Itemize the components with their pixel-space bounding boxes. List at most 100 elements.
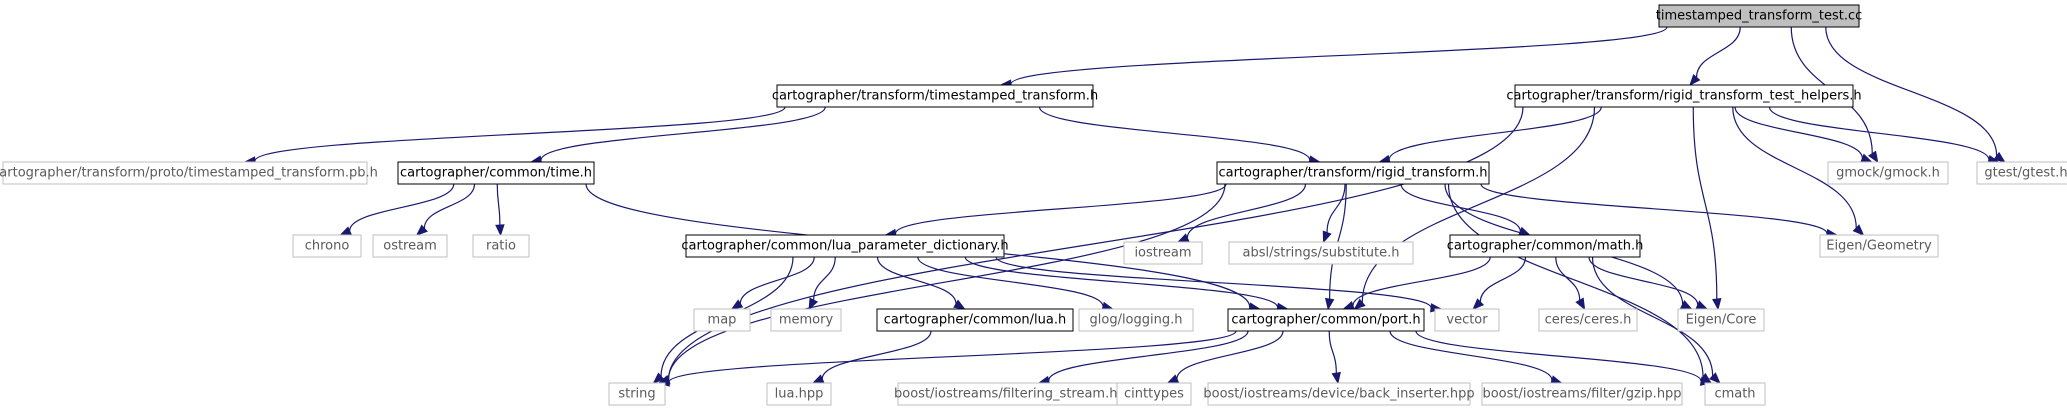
nodes-layer: timestamped_transform_test.cc cartographe… — [0, 4, 2067, 406]
edge-arrowhead — [1342, 301, 1355, 310]
node-box — [1677, 308, 1765, 332]
node-box — [1434, 308, 1500, 332]
edge-tt-to-time — [529, 106, 826, 165]
node-label: cartographer/transform/timestamped_trans… — [772, 89, 1098, 104]
edge-line — [668, 330, 1237, 383]
edge-arrowhead — [1575, 297, 1586, 311]
node-gtest: gtest/gtest.h — [1976, 161, 2067, 185]
node-label: memory — [779, 313, 834, 328]
node-label: lua.hpp — [775, 387, 824, 402]
edge-line — [1695, 26, 1741, 78]
edge-rtth-to-eigencore — [1692, 106, 1722, 311]
edge-line — [1389, 330, 1553, 381]
edge-rtth-to-gmock — [1734, 106, 1873, 163]
edge-line — [1328, 330, 1337, 374]
node-box — [1449, 234, 1641, 258]
edge-arrowhead — [1868, 150, 1879, 164]
node-box — [1123, 241, 1203, 265]
node-label: boost/iostreams/device/back_inserter.hpp — [1203, 387, 1474, 402]
edge-math-to-cmath — [1591, 256, 1721, 384]
node-root[interactable]: timestamped_transform_test.cc — [1656, 4, 1863, 28]
node-box — [1658, 4, 1860, 28]
node-box — [1481, 382, 1683, 406]
edge-arrowhead — [953, 299, 966, 310]
edge-tt-to-ttpb — [243, 106, 786, 166]
edge-arrowhead — [652, 372, 665, 384]
edge-line — [1825, 26, 1998, 156]
edge-line — [995, 256, 1432, 309]
edge-line — [540, 106, 826, 161]
node-label: cartographer/transform/rigid_transform.h — [1218, 166, 1487, 181]
node-box — [1514, 84, 1854, 108]
node-label: cartographer/common/lua.h — [884, 313, 1066, 328]
edge-rtth-to-port — [1353, 106, 1596, 310]
node-time[interactable]: cartographer/common/time.h — [397, 161, 595, 185]
node-box — [1976, 161, 2067, 185]
node-label: Eigen/Core — [1686, 313, 1757, 328]
edge-port-to-string — [657, 330, 1237, 387]
edge-arrowhead — [1709, 372, 1721, 384]
node-box — [608, 382, 666, 406]
node-luahpp: lua.hpp — [766, 382, 832, 406]
node-math[interactable]: cartographer/common/math.h — [1447, 234, 1644, 258]
node-label: ostream — [383, 239, 437, 254]
edge-arrowhead — [1993, 151, 2006, 163]
edge-line — [1176, 330, 1284, 380]
node-box — [685, 234, 1005, 258]
node-label: cinttypes — [1124, 387, 1184, 402]
edge-time-to-ostream — [415, 183, 476, 236]
node-lpd[interactable]: cartographer/common/lua_parameter_dictio… — [681, 234, 1009, 258]
node-box — [1704, 382, 1766, 406]
edge-root-to-tt — [999, 26, 1668, 89]
edge-port-to-backins — [1328, 330, 1341, 385]
node-label: absl/strings/substitute.h — [1242, 246, 1399, 261]
edge-arrowhead — [1712, 298, 1722, 311]
node-rtth[interactable]: cartographer/transform/rigid_transform_t… — [1506, 84, 1862, 108]
node-gzip: boost/iostreams/filter/gzip.hpp — [1481, 382, 1683, 406]
edge-line — [1186, 183, 1307, 238]
node-eigengeo: Eigen/Geometry — [1819, 234, 1939, 258]
node-box — [1819, 234, 1939, 258]
edge-lpd-to-memory — [808, 256, 836, 311]
edge-rtth-to-eigengeo — [1732, 106, 1865, 236]
edge-line — [1591, 256, 1714, 376]
node-gmock: gmock/gmock.h — [1827, 161, 1949, 185]
edge-math-to-ceres — [1555, 256, 1586, 311]
edge-port-to-cmath — [1415, 330, 1713, 386]
node-lua[interactable]: cartographer/common/lua.h — [876, 308, 1074, 332]
edge-arrowhead — [1324, 297, 1335, 311]
node-memory: memory — [770, 308, 842, 332]
node-label: timestamped_transform_test.cc — [1656, 9, 1863, 24]
edge-arrowhead — [1852, 224, 1865, 236]
edge-line — [1555, 256, 1581, 301]
node-map: map — [693, 308, 751, 332]
node-ratio: ratio — [472, 234, 530, 258]
node-label: boost/iostreams/filter/gzip.hpp — [1482, 387, 1681, 402]
edge-line — [894, 183, 1227, 234]
node-tt[interactable]: cartographer/transform/timestamped_trans… — [772, 84, 1098, 108]
node-box — [693, 308, 751, 332]
node-backins: boost/iostreams/device/back_inserter.hpp — [1203, 382, 1475, 406]
node-cmath: cmath — [1704, 382, 1766, 406]
node-port[interactable]: cartographer/common/port.h — [1227, 308, 1425, 332]
edge-rt-to-math — [1400, 183, 1531, 236]
node-label: glog/logging.h — [1090, 313, 1183, 328]
edge-line — [1326, 183, 1346, 233]
node-label: cartographer/transform/rigid_transform_t… — [1506, 89, 1861, 104]
edge-lua-to-luahpp — [811, 330, 932, 384]
node-box — [1216, 161, 1490, 185]
node-box — [770, 308, 842, 332]
node-ttpb: cartographer/transform/proto/timestamped… — [0, 161, 378, 185]
node-label: map — [708, 313, 737, 328]
edge-line — [1010, 26, 1668, 85]
edge-line — [1352, 256, 1491, 306]
node-label: iostream — [1134, 246, 1191, 261]
edge-rtth-to-gtest — [1768, 106, 2000, 165]
node-absl: absl/strings/substitute.h — [1228, 241, 1414, 265]
node-box — [876, 308, 1074, 332]
edge-arrowhead — [808, 297, 819, 311]
edge-arrowhead — [1322, 230, 1332, 244]
node-box — [2, 161, 368, 185]
edge-line — [1768, 106, 1990, 160]
node-rt[interactable]: cartographer/transform/rigid_transform.h — [1216, 161, 1490, 185]
